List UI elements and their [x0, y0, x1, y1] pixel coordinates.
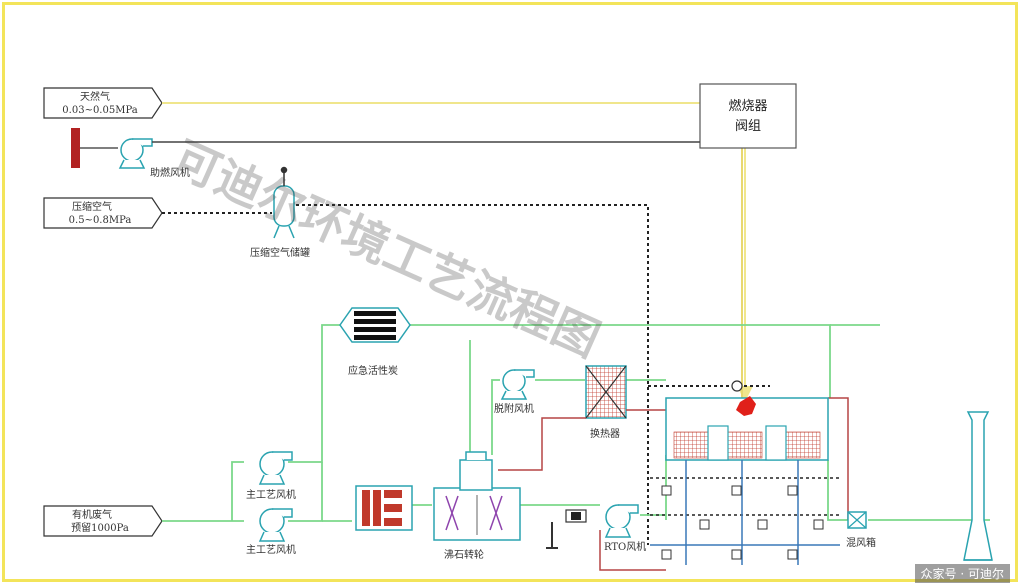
- main-fan-2-label: 主工艺风机: [246, 543, 296, 556]
- organic-waste-gas-spec: 预留1000Pa: [71, 521, 129, 534]
- hot-desorption-line: [498, 397, 849, 571]
- drain-icon: [546, 522, 558, 549]
- rto-chamber: [665, 396, 829, 461]
- desorption-fan-label: 脱附风机: [494, 402, 534, 415]
- compressed-air-name: 压缩空气: [72, 200, 112, 213]
- main-fan-1-icon: [258, 451, 293, 485]
- air-filter-icon: [71, 128, 80, 168]
- pressure-gauge-icon: [731, 380, 743, 392]
- natural-gas-line: [162, 102, 753, 402]
- input-tag-compressed-air: 压缩空气 0.5~0.8MPa: [43, 197, 163, 229]
- main-fan-2-icon: [258, 508, 293, 542]
- zeolite-rotor-label: 沸石转轮: [444, 548, 484, 561]
- compressed-air-tank-label: 压缩空气储罐: [250, 246, 310, 259]
- input-tag-organic-waste-gas: 有机废气 预留1000Pa: [43, 505, 163, 537]
- heat-exchanger-icon: [585, 365, 627, 419]
- mixing-box-label: 混风箱: [846, 536, 876, 549]
- process-gas-lines: [162, 324, 990, 522]
- burner-valve-group-box: 燃烧器 阀组: [699, 83, 797, 149]
- valve-group-label: 阀组: [735, 119, 761, 134]
- emergency-activated-carbon-icon: [339, 307, 411, 343]
- rto-fan-label: RTO风机: [604, 540, 646, 553]
- rto-fan-icon: [604, 504, 639, 538]
- compressed-air-line: [162, 204, 770, 545]
- mixing-box-icon: [847, 511, 867, 529]
- combustion-fan-label: 助燃风机: [150, 166, 190, 179]
- rto-valve-manifold: [650, 460, 840, 565]
- compressed-air-spec: 0.5~0.8MPa: [69, 215, 132, 226]
- emergency-activated-carbon-label: 应急活性炭: [348, 364, 398, 377]
- input-tag-natural-gas: 天然气 0.03~0.05MPa: [43, 87, 163, 119]
- burner-label: 燃烧器: [728, 98, 767, 114]
- heat-exchanger-label: 换热器: [590, 427, 620, 440]
- burner-flame-icon: [736, 396, 756, 416]
- natural-gas-name: 天然气: [80, 90, 110, 103]
- corner-tag: 众家号 · 可迪尔: [914, 564, 1010, 583]
- main-fan-1-label: 主工艺风机: [246, 488, 296, 501]
- compressed-air-tank-icon: [273, 166, 295, 239]
- inline-damper-icon: [565, 509, 587, 523]
- natural-gas-spec: 0.03~0.05MPa: [62, 105, 137, 116]
- combustion-fan-icon: [118, 138, 153, 169]
- organic-waste-gas-name: 有机废气: [72, 508, 112, 521]
- pre-filter-icon: [355, 485, 413, 531]
- exhaust-stack-icon: [963, 411, 993, 561]
- desorption-fan-icon: [500, 369, 535, 400]
- zeolite-rotor-icon: [433, 451, 521, 541]
